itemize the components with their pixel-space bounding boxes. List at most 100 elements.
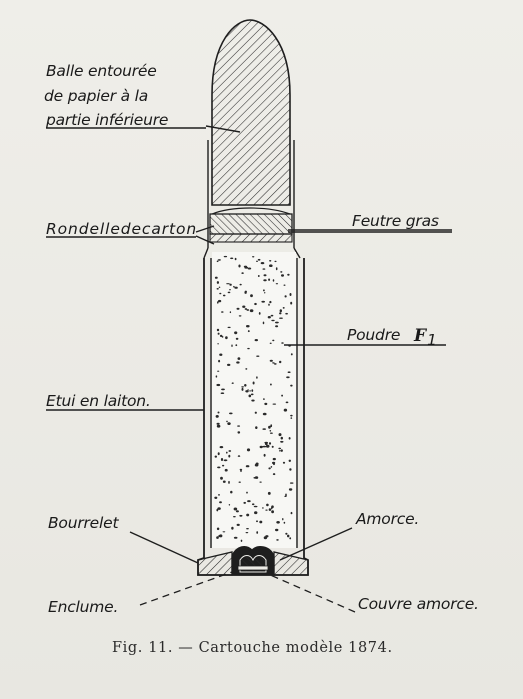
powder-grain xyxy=(216,260,219,263)
powder-grain xyxy=(243,501,246,504)
powder-grain xyxy=(247,267,252,270)
powder-grain xyxy=(249,390,251,392)
powder-grain xyxy=(217,370,220,372)
powder-grain xyxy=(225,336,228,340)
powder-grain xyxy=(217,466,221,469)
powder-grain xyxy=(233,285,235,288)
powder-grain xyxy=(218,359,221,363)
powder-grain xyxy=(264,441,269,444)
powder-grain xyxy=(217,411,220,414)
powder-grain xyxy=(290,417,293,419)
label-anvil: Enclume. xyxy=(48,598,118,616)
powder-grain xyxy=(228,454,231,458)
powder-grain xyxy=(283,408,288,412)
powder-grain xyxy=(223,255,228,258)
powder-grain xyxy=(254,302,257,306)
powder-grain xyxy=(220,458,224,461)
powder-grain xyxy=(249,309,254,313)
powder-grain xyxy=(222,531,226,533)
powder-grain xyxy=(241,386,245,388)
powder-grain xyxy=(217,332,220,335)
powder-grain xyxy=(216,424,221,428)
label-grease-felt: Feutre gras xyxy=(352,212,439,230)
powder-grain xyxy=(282,518,284,521)
label-primer: Amorce. xyxy=(355,510,419,528)
powder-grain xyxy=(234,331,238,335)
powder-grain xyxy=(270,424,273,428)
powder-grain xyxy=(254,339,258,342)
powder-grain xyxy=(237,425,241,427)
label-rim: Bourrelet xyxy=(48,514,119,532)
powder-grain xyxy=(268,442,272,445)
powder-grain xyxy=(245,390,249,393)
powder-grain xyxy=(256,355,260,357)
powder-grain xyxy=(215,375,218,378)
powder-grain xyxy=(245,465,250,468)
powder-grain xyxy=(228,450,232,452)
powder-grain xyxy=(271,445,274,448)
powder-grain xyxy=(290,414,293,417)
powder-grain xyxy=(238,264,241,268)
powder-grain xyxy=(243,265,248,268)
figure-caption: Fig. 11. — Cartouche modèle 1874. xyxy=(112,640,393,656)
powder-grain xyxy=(223,459,228,462)
powder-grain xyxy=(236,307,240,310)
powder-grain xyxy=(262,412,267,416)
powder-grain xyxy=(239,468,243,471)
powder-grain xyxy=(253,505,258,508)
powder-grain xyxy=(227,326,231,329)
powder-grain xyxy=(230,257,234,260)
powder-grain xyxy=(217,301,219,304)
powder-grain xyxy=(227,363,231,366)
powder-grain xyxy=(216,508,219,512)
label-powder: Poudre xyxy=(347,326,400,344)
powder-grain xyxy=(237,455,241,457)
powder-grain xyxy=(221,388,225,391)
powder-grain xyxy=(261,300,266,303)
powder-grain xyxy=(234,286,238,289)
powder-grain xyxy=(241,387,244,391)
leader-washer-a xyxy=(195,225,215,233)
powder-grain xyxy=(254,411,257,414)
powder-grain xyxy=(285,532,288,535)
powder-grain xyxy=(237,431,241,434)
powder-grain xyxy=(256,260,258,262)
powder-grain xyxy=(218,299,222,303)
powder-grain xyxy=(226,451,228,454)
powder-grain xyxy=(219,292,222,295)
powder-grain xyxy=(262,268,266,270)
powder-grain xyxy=(219,534,223,538)
powder-grain xyxy=(270,383,272,386)
powder-grain xyxy=(231,526,234,530)
powder-grain xyxy=(268,425,271,429)
powder-grain xyxy=(262,428,267,430)
powder-grain xyxy=(275,325,279,328)
powder-grain xyxy=(214,496,218,499)
powder-grain xyxy=(255,462,259,466)
powder-grain xyxy=(278,433,282,437)
powder-grain xyxy=(239,283,242,286)
powder-grain xyxy=(216,288,219,290)
powder-grain xyxy=(280,449,283,452)
powder-grain xyxy=(269,260,272,262)
powder-grain xyxy=(269,430,272,432)
powder-grain xyxy=(246,513,250,517)
powder-grain xyxy=(245,532,249,534)
powder-grain xyxy=(287,273,290,276)
powder-grain xyxy=(286,376,290,379)
powder-grain xyxy=(273,363,277,365)
powder-grain xyxy=(285,493,287,497)
powder-grain xyxy=(259,520,263,524)
powder-grain xyxy=(237,357,241,360)
powder-grain xyxy=(228,504,231,506)
powder-grain xyxy=(229,289,231,291)
powder-grain xyxy=(287,534,290,538)
powder-grain xyxy=(283,284,286,286)
powder-grain xyxy=(229,412,233,415)
powder-grain xyxy=(235,337,239,340)
powder-grain xyxy=(279,309,282,313)
powder-grain xyxy=(248,394,252,398)
powder-grain xyxy=(269,264,273,268)
powder-grain xyxy=(281,274,284,277)
